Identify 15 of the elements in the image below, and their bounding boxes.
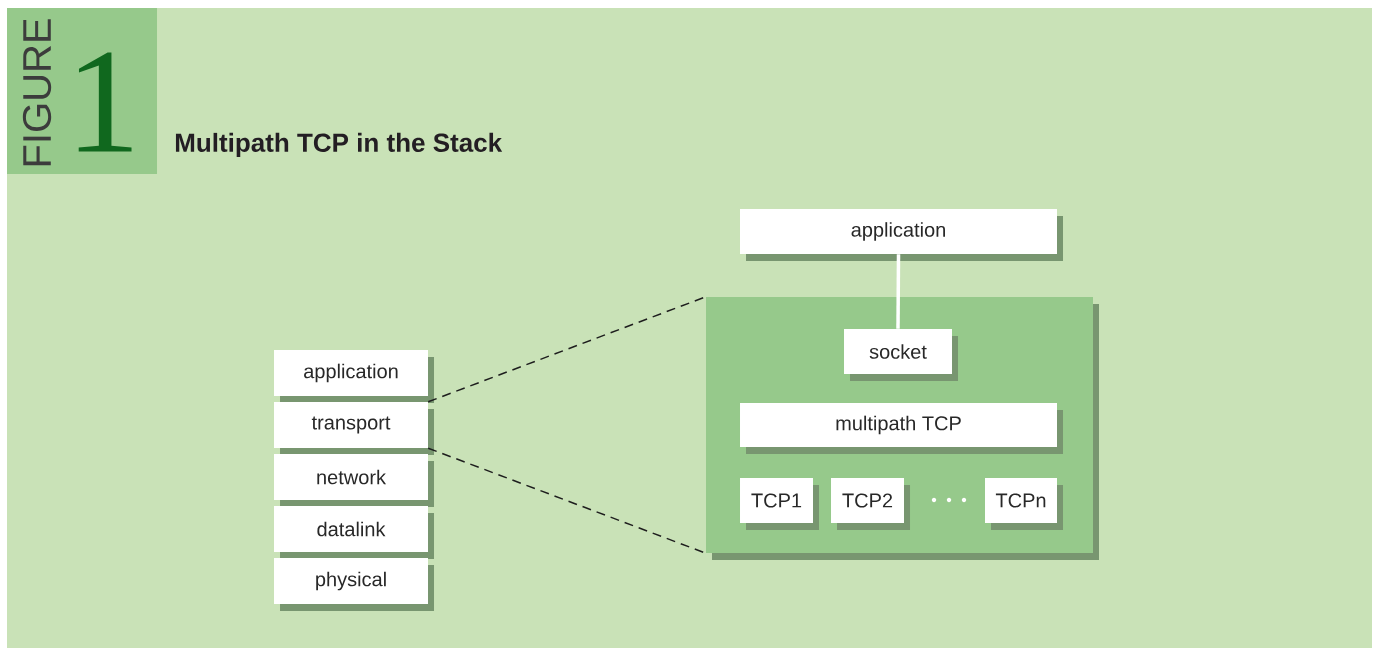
- layer-box: socket: [844, 329, 958, 381]
- layer-box: application: [274, 350, 434, 403]
- layer-box: network: [274, 454, 434, 507]
- layer-box: TCP2: [831, 478, 910, 530]
- layer-box: TCPn: [985, 478, 1063, 530]
- figure-label: FIGURE: [22, 19, 52, 166]
- layer-box: physical: [274, 558, 434, 611]
- layer-box: multipath TCP: [740, 403, 1063, 454]
- figure-number: 1: [78, 52, 132, 152]
- layer-box: datalink: [274, 506, 434, 559]
- layer-box: application: [740, 209, 1063, 261]
- title: Multipath TCP in the Stack: [175, 132, 503, 158]
- connector-line: [896, 254, 901, 329]
- layer-box: TCP1: [740, 478, 819, 530]
- layer-box: transport: [274, 402, 434, 455]
